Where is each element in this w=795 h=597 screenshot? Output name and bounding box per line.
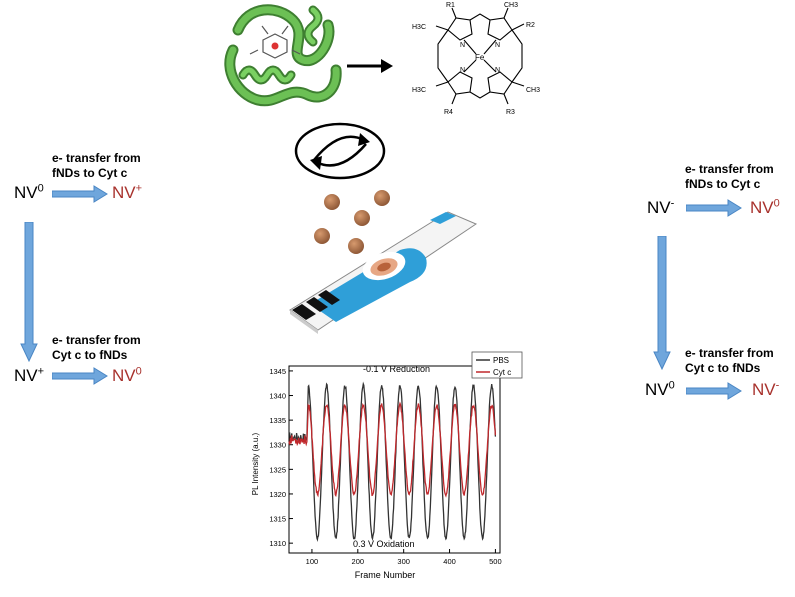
y-tick-label: 1340: [269, 392, 286, 401]
left-bottom-to: NV0: [112, 365, 142, 385]
left-top-to: NV+: [112, 182, 143, 202]
heme-label-h3c-top: H3C: [412, 24, 426, 31]
right-arrow-icon: [347, 59, 393, 73]
left-bottom-from: NV+: [14, 365, 45, 385]
annotation-oxidation: 0.3 V Oxidation: [353, 539, 415, 549]
cytochrome-c-protein-ribbon: [224, 4, 342, 107]
particle: [348, 238, 364, 254]
legend-label-pbs: PBS: [493, 356, 509, 365]
legend-label-cytc: Cyt c: [493, 368, 511, 377]
annotation-reduction: -0.1 V Reduction: [363, 364, 430, 374]
heme-label-n1: N: [460, 42, 465, 49]
right-bottom-from: NV0: [645, 379, 675, 399]
left-top-from: NV0: [14, 182, 44, 202]
x-tick-label: 100: [306, 557, 319, 566]
right-bottom-to: NV-: [752, 379, 780, 399]
y-tick-label: 1335: [269, 416, 286, 425]
x-tick-label: 200: [352, 557, 365, 566]
particle: [374, 190, 390, 206]
y-axis-label: PL Intensity (a.u.): [251, 432, 260, 495]
y-tick-label: 1315: [269, 515, 286, 524]
x-tick-label: 300: [397, 557, 410, 566]
series-line-cytc: [288, 401, 497, 498]
y-tick-label: 1310: [269, 539, 286, 548]
right-top-to: NV0: [750, 197, 780, 217]
x-tick-label: 400: [443, 557, 456, 566]
series-line-pbs: [288, 381, 497, 543]
fnd-particles: [314, 190, 390, 254]
heme-in-protein: [249, 25, 301, 59]
particle: [354, 210, 370, 226]
y-tick-label: 1345: [269, 367, 286, 376]
heme-label-ch3-top: CH3: [504, 2, 518, 9]
chart-legend: PBS Cyt c: [471, 351, 523, 379]
heme-label-r1: R1: [446, 2, 455, 9]
x-tick-label: 500: [489, 557, 502, 566]
heme-label-h3c-bottom: H3C: [412, 87, 426, 94]
y-tick-label: 1320: [269, 490, 286, 499]
pl-intensity-chart: 1310 1315 1320 1325 1330 1335 1340 1345 100 200 3…: [251, 351, 523, 580]
right-top-arrow-icon: [686, 199, 742, 217]
right-bottom-arrow-icon: [686, 382, 742, 400]
particle: [314, 228, 330, 244]
heme-label-n2: N: [495, 42, 500, 49]
heme-label-r4: R4: [444, 109, 453, 116]
heme-label-ch3-bottom: CH3: [526, 87, 540, 94]
plot-area-frame: [288, 365, 501, 554]
right-down-arrow-icon: [653, 236, 671, 370]
x-axis-label: Frame Number: [355, 570, 416, 580]
y-tick-label: 1325: [269, 465, 286, 474]
heme-label-n4: N: [495, 67, 500, 74]
heme-structure: R1 CH3 H3C R2 Fe H3C CH3 R4 R3 N N N N: [412, 2, 540, 116]
y-tick-label: 1330: [269, 441, 286, 450]
left-down-arrow-icon: [20, 222, 38, 362]
left-top-arrow-icon: [52, 185, 108, 203]
heme-label-r3: R3: [506, 109, 515, 116]
particle: [324, 194, 340, 210]
electrode-chip: [289, 211, 478, 334]
right-top-from: NV-: [647, 197, 675, 217]
left-bottom-arrow-icon: [52, 367, 108, 385]
heme-label-r2: R2: [526, 22, 535, 29]
heme-label-fe: Fe: [475, 53, 485, 62]
heme-label-n3: N: [460, 67, 465, 74]
redox-cycle-icon: [294, 122, 386, 180]
